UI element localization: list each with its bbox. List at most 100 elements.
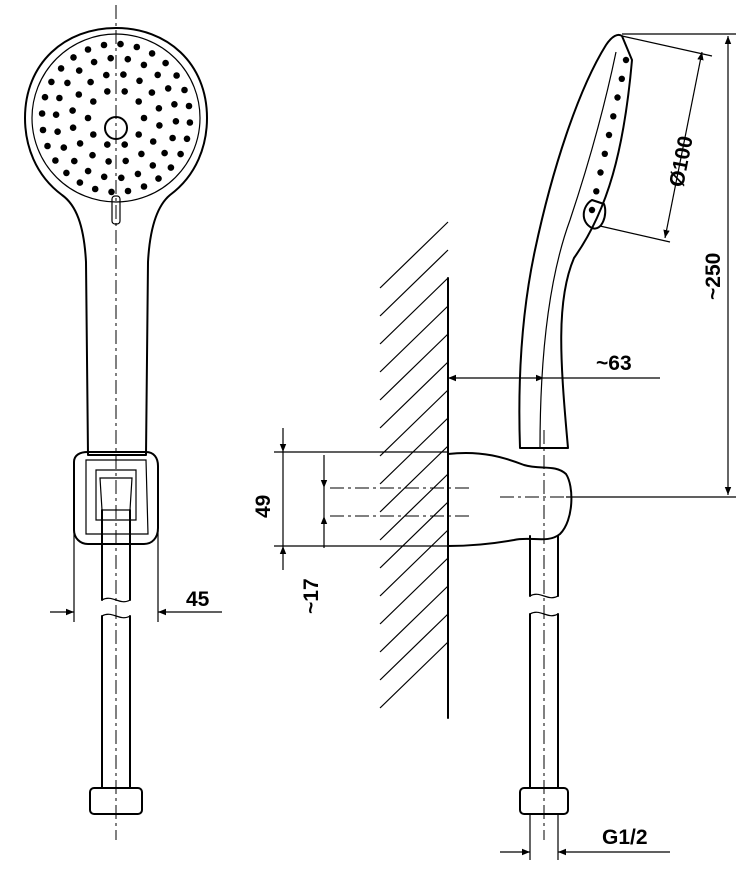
dim-thread: G1/2 [500, 814, 670, 860]
nozzle [183, 135, 191, 143]
nozzle [161, 149, 168, 157]
nozzle [76, 140, 84, 147]
hatch-line [379, 361, 449, 429]
nozzle [54, 128, 61, 135]
nozzle [138, 150, 145, 158]
nozzle [135, 131, 142, 138]
hatch-line [379, 501, 449, 569]
center-button [104, 116, 128, 140]
nozzle [173, 72, 180, 79]
nozzle [154, 71, 161, 79]
nozzle [76, 179, 84, 186]
nozzle [181, 86, 188, 94]
hatch-line [379, 557, 449, 625]
nozzle [75, 67, 83, 74]
nozzle [124, 55, 132, 63]
hatch-line [379, 473, 449, 541]
nozzle [133, 43, 141, 51]
nozzle [149, 138, 157, 145]
nozzle [57, 65, 65, 72]
nozzle [91, 185, 99, 193]
nozzle [140, 61, 148, 69]
nozzle [121, 141, 128, 148]
nozzle [52, 111, 60, 118]
nozzle [100, 41, 108, 49]
nozzle [135, 98, 142, 105]
hatch-line [379, 417, 449, 485]
front-view: 45 [24, 5, 222, 840]
nozzle [69, 124, 77, 131]
mode-slider [111, 195, 121, 225]
nozzle [140, 183, 148, 190]
nozzle [90, 98, 97, 105]
nozzle [39, 126, 47, 134]
nozzle [134, 170, 142, 178]
shower-head-inner-rim [31, 33, 201, 203]
hatch-line [379, 221, 449, 289]
side-view: Ø100 ~250 ~63 49 ~17 [252, 33, 736, 860]
dim-head-diameter: Ø100 [599, 35, 713, 243]
nozzle [44, 142, 51, 150]
hatch-line [379, 305, 449, 373]
nozzle [103, 71, 110, 79]
nozzle [105, 158, 112, 165]
nozzle [56, 94, 63, 102]
nozzle [52, 157, 59, 164]
nozzle [148, 50, 156, 57]
nozzle [118, 174, 125, 182]
nozzle [63, 169, 70, 177]
nozzle [84, 167, 92, 175]
nozzle [84, 114, 92, 122]
side-nozzle [622, 56, 630, 64]
hose-nut-front [89, 787, 143, 815]
nozzle [104, 141, 111, 148]
hatch-line [379, 389, 449, 457]
nozzle [169, 134, 176, 142]
nozzle [90, 131, 97, 138]
nozzle [48, 78, 55, 86]
spray-nozzles [38, 40, 194, 196]
side-nozzles [588, 56, 630, 214]
nozzle [87, 78, 94, 86]
shower-head-side [518, 33, 633, 449]
shower-head-outline [24, 27, 208, 456]
nozzle [120, 71, 127, 78]
hatch-line [379, 529, 449, 597]
nozzle [136, 77, 143, 85]
nozzle [104, 88, 111, 95]
wall-holder-front [73, 451, 159, 545]
side-nozzle [618, 75, 625, 83]
shower-head-side-edge [539, 51, 617, 449]
nozzle [70, 54, 77, 61]
dim-holder-width: 45 [50, 530, 222, 622]
dim-offset: ~17 [300, 455, 328, 614]
side-nozzle [597, 169, 604, 176]
dim-offset-label: ~17 [300, 578, 323, 614]
nozzle [185, 102, 193, 110]
nozzle [71, 157, 78, 165]
dim-holder-height-label: 49 [252, 495, 275, 518]
nozzle [107, 54, 114, 62]
nozzle [167, 164, 175, 171]
dim-wall-distance: ~63 [448, 352, 660, 382]
dim-wall-distance-label: ~63 [596, 352, 632, 375]
nozzle [122, 157, 129, 165]
nozzle [162, 59, 169, 67]
nozzle [172, 118, 180, 125]
nozzle [121, 88, 128, 95]
nozzle [124, 187, 132, 195]
nozzle [38, 110, 46, 117]
nozzle [89, 151, 96, 159]
hatch-line [379, 585, 449, 653]
nozzle [69, 107, 76, 114]
shower-trigger [582, 199, 607, 230]
nozzle [156, 122, 163, 129]
dim-holder-width-label: 45 [186, 588, 210, 611]
hose-side [529, 535, 559, 789]
hatch-line [379, 277, 449, 345]
side-nozzle [588, 206, 596, 214]
hatch-line [379, 641, 449, 709]
dim-holder-height: 49 [252, 428, 448, 570]
hatch-line [379, 445, 449, 513]
